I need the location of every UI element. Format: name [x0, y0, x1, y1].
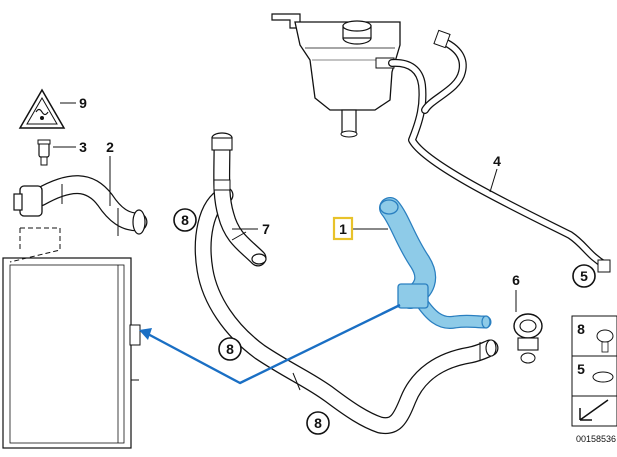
callout-5-label: 5 — [580, 268, 588, 284]
hose-part-8 — [194, 186, 499, 435]
callout-8-bottom: 8 — [306, 411, 330, 435]
callout-9-label: 9 — [79, 95, 87, 111]
callout-7-label: 7 — [262, 221, 270, 237]
callout-1: 1 — [332, 216, 354, 241]
hose-part-4 — [388, 29, 611, 273]
assembly-dashed-lines — [9, 227, 61, 263]
temperature-sensor-icon — [37, 139, 51, 166]
image-number: 00158536 — [576, 434, 616, 444]
callout-8-top: 8 — [173, 208, 197, 232]
clamp-part-6 — [513, 313, 543, 364]
callout-6-label: 6 — [512, 272, 520, 288]
callout-8c-label: 8 — [314, 415, 322, 431]
callout-5: 5 — [572, 264, 596, 288]
expansion-tank — [271, 13, 401, 138]
legend-8-label: 8 — [577, 321, 585, 337]
connection-arrow — [139, 303, 401, 385]
legend-5-label: 5 — [577, 361, 585, 377]
hose-part-1-highlighted — [379, 197, 492, 330]
radiator — [2, 257, 141, 449]
callout-4-label: 4 — [493, 153, 501, 169]
callout-3-label: 3 — [79, 139, 87, 155]
hose-part-7 — [211, 132, 267, 267]
callout-1-label: 1 — [339, 221, 347, 237]
warning-label-icon — [18, 88, 66, 129]
callout-8b-label: 8 — [226, 341, 234, 357]
callout-8a-label: 8 — [181, 212, 189, 228]
hose-part-2 — [13, 175, 148, 236]
callout-2-label: 2 — [106, 139, 114, 155]
callout-8-mid: 8 — [218, 337, 242, 361]
legend-panel — [571, 315, 617, 427]
